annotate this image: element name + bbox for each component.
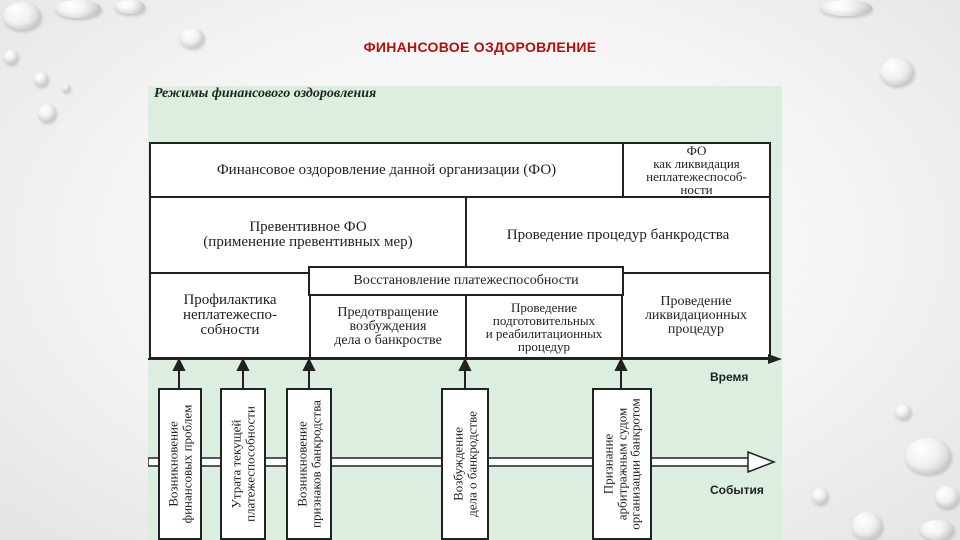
fo-main-box: Финансовое оздоровление данной организац… <box>149 142 624 198</box>
water-drop-decoration <box>115 0 145 14</box>
water-drop-decoration <box>820 0 872 16</box>
event-arrowhead <box>236 357 250 371</box>
events-axis-label: События <box>710 483 764 497</box>
avert-bankruptcy-box: Предотвращение возбуждения дела о банкро… <box>309 294 467 359</box>
preparatory-procedures-label: Проведение подготовительных и реабилитац… <box>485 299 603 354</box>
diagram-heading: Режимы финансового оздоровления <box>154 86 377 101</box>
liquidation-procedures-box: Проведение ликвидационных процедур <box>621 272 771 359</box>
water-drop-decoration <box>4 50 18 64</box>
time-axis-arrowhead <box>768 354 782 364</box>
preventive-fo-box: Превентивное ФО (применение превентивных… <box>149 196 467 274</box>
fo-main-label: Финансовое оздоровление данной организац… <box>216 161 557 178</box>
event-box-loss-of-solvency: Утрата текущей платежеспособности <box>220 388 266 540</box>
bankruptcy-procedures-label: Проведение процедур банкродства <box>506 226 730 243</box>
water-drop-decoration <box>852 512 882 540</box>
event-arrowhead <box>614 357 628 371</box>
preparatory-procedures-box: Проведение подготовительных и реабилитац… <box>465 294 623 359</box>
liquidation-procedures-label: Проведение ликвидационных процедур <box>644 293 748 337</box>
water-drop-decoration <box>812 488 828 504</box>
water-drop-decoration <box>935 486 959 508</box>
diagram: Режимы финансового оздоровления Финансов… <box>148 86 782 540</box>
event-arrowhead <box>172 357 186 371</box>
water-drop-decoration <box>38 104 56 122</box>
water-drop-decoration <box>920 520 954 540</box>
fo-liquidation-label: ФО как ликвидация неплатежеспособ- ности <box>646 143 747 197</box>
slide-title: ФИНАНСОВОЕ ОЗДОРОВЛЕНИЕ <box>363 39 597 55</box>
time-axis-label: Время <box>710 370 749 384</box>
event-arrowhead <box>302 357 316 371</box>
event-label: Возбуждение дела о банкродстве <box>450 411 479 517</box>
bankruptcy-procedures-box: Проведение процедур банкродства <box>465 196 771 274</box>
event-label: Утрата текущей платежеспособности <box>228 406 257 522</box>
event-label: Возникновение финансовых проблем <box>165 404 194 524</box>
preventive-fo-label: Превентивное ФО (применение превентивных… <box>203 219 413 250</box>
event-box-bankruptcy-case: Возбуждение дела о банкродстве <box>441 388 489 540</box>
water-drop-decoration <box>62 84 70 92</box>
prevention-box: Профилактика неплатежеспо- собности <box>149 272 311 359</box>
events-axis-arrowhead <box>747 450 777 474</box>
water-drop-decoration <box>34 72 48 86</box>
restore-solvency-label: Восстановление платежеспособности <box>353 273 579 288</box>
water-drop-decoration <box>55 0 101 18</box>
water-drop-decoration <box>3 2 41 30</box>
restore-solvency-box: Восстановление платежеспособности <box>308 266 624 296</box>
avert-bankruptcy-label: Предотвращение возбуждения дела о банкро… <box>334 304 442 348</box>
water-drop-decoration <box>905 438 951 474</box>
prevention-label: Профилактика неплатежеспо- собности <box>182 292 278 338</box>
event-box-court-ruling: Признание арбитражным судом организации … <box>592 388 652 540</box>
event-arrowhead <box>458 357 472 371</box>
event-label: Возникновение признаков банкродства <box>294 400 323 528</box>
event-label: Признание арбитражным судом организации … <box>600 398 643 530</box>
event-box-financial-problems: Возникновение финансовых проблем <box>158 388 202 540</box>
water-drop-decoration <box>180 28 204 48</box>
water-drop-decoration <box>895 405 911 419</box>
water-drop-decoration <box>880 58 914 86</box>
event-box-bankruptcy-signs: Возникновение признаков банкродства <box>286 388 332 540</box>
fo-liquidation-box: ФО как ликвидация неплатежеспособ- ности <box>622 142 771 198</box>
